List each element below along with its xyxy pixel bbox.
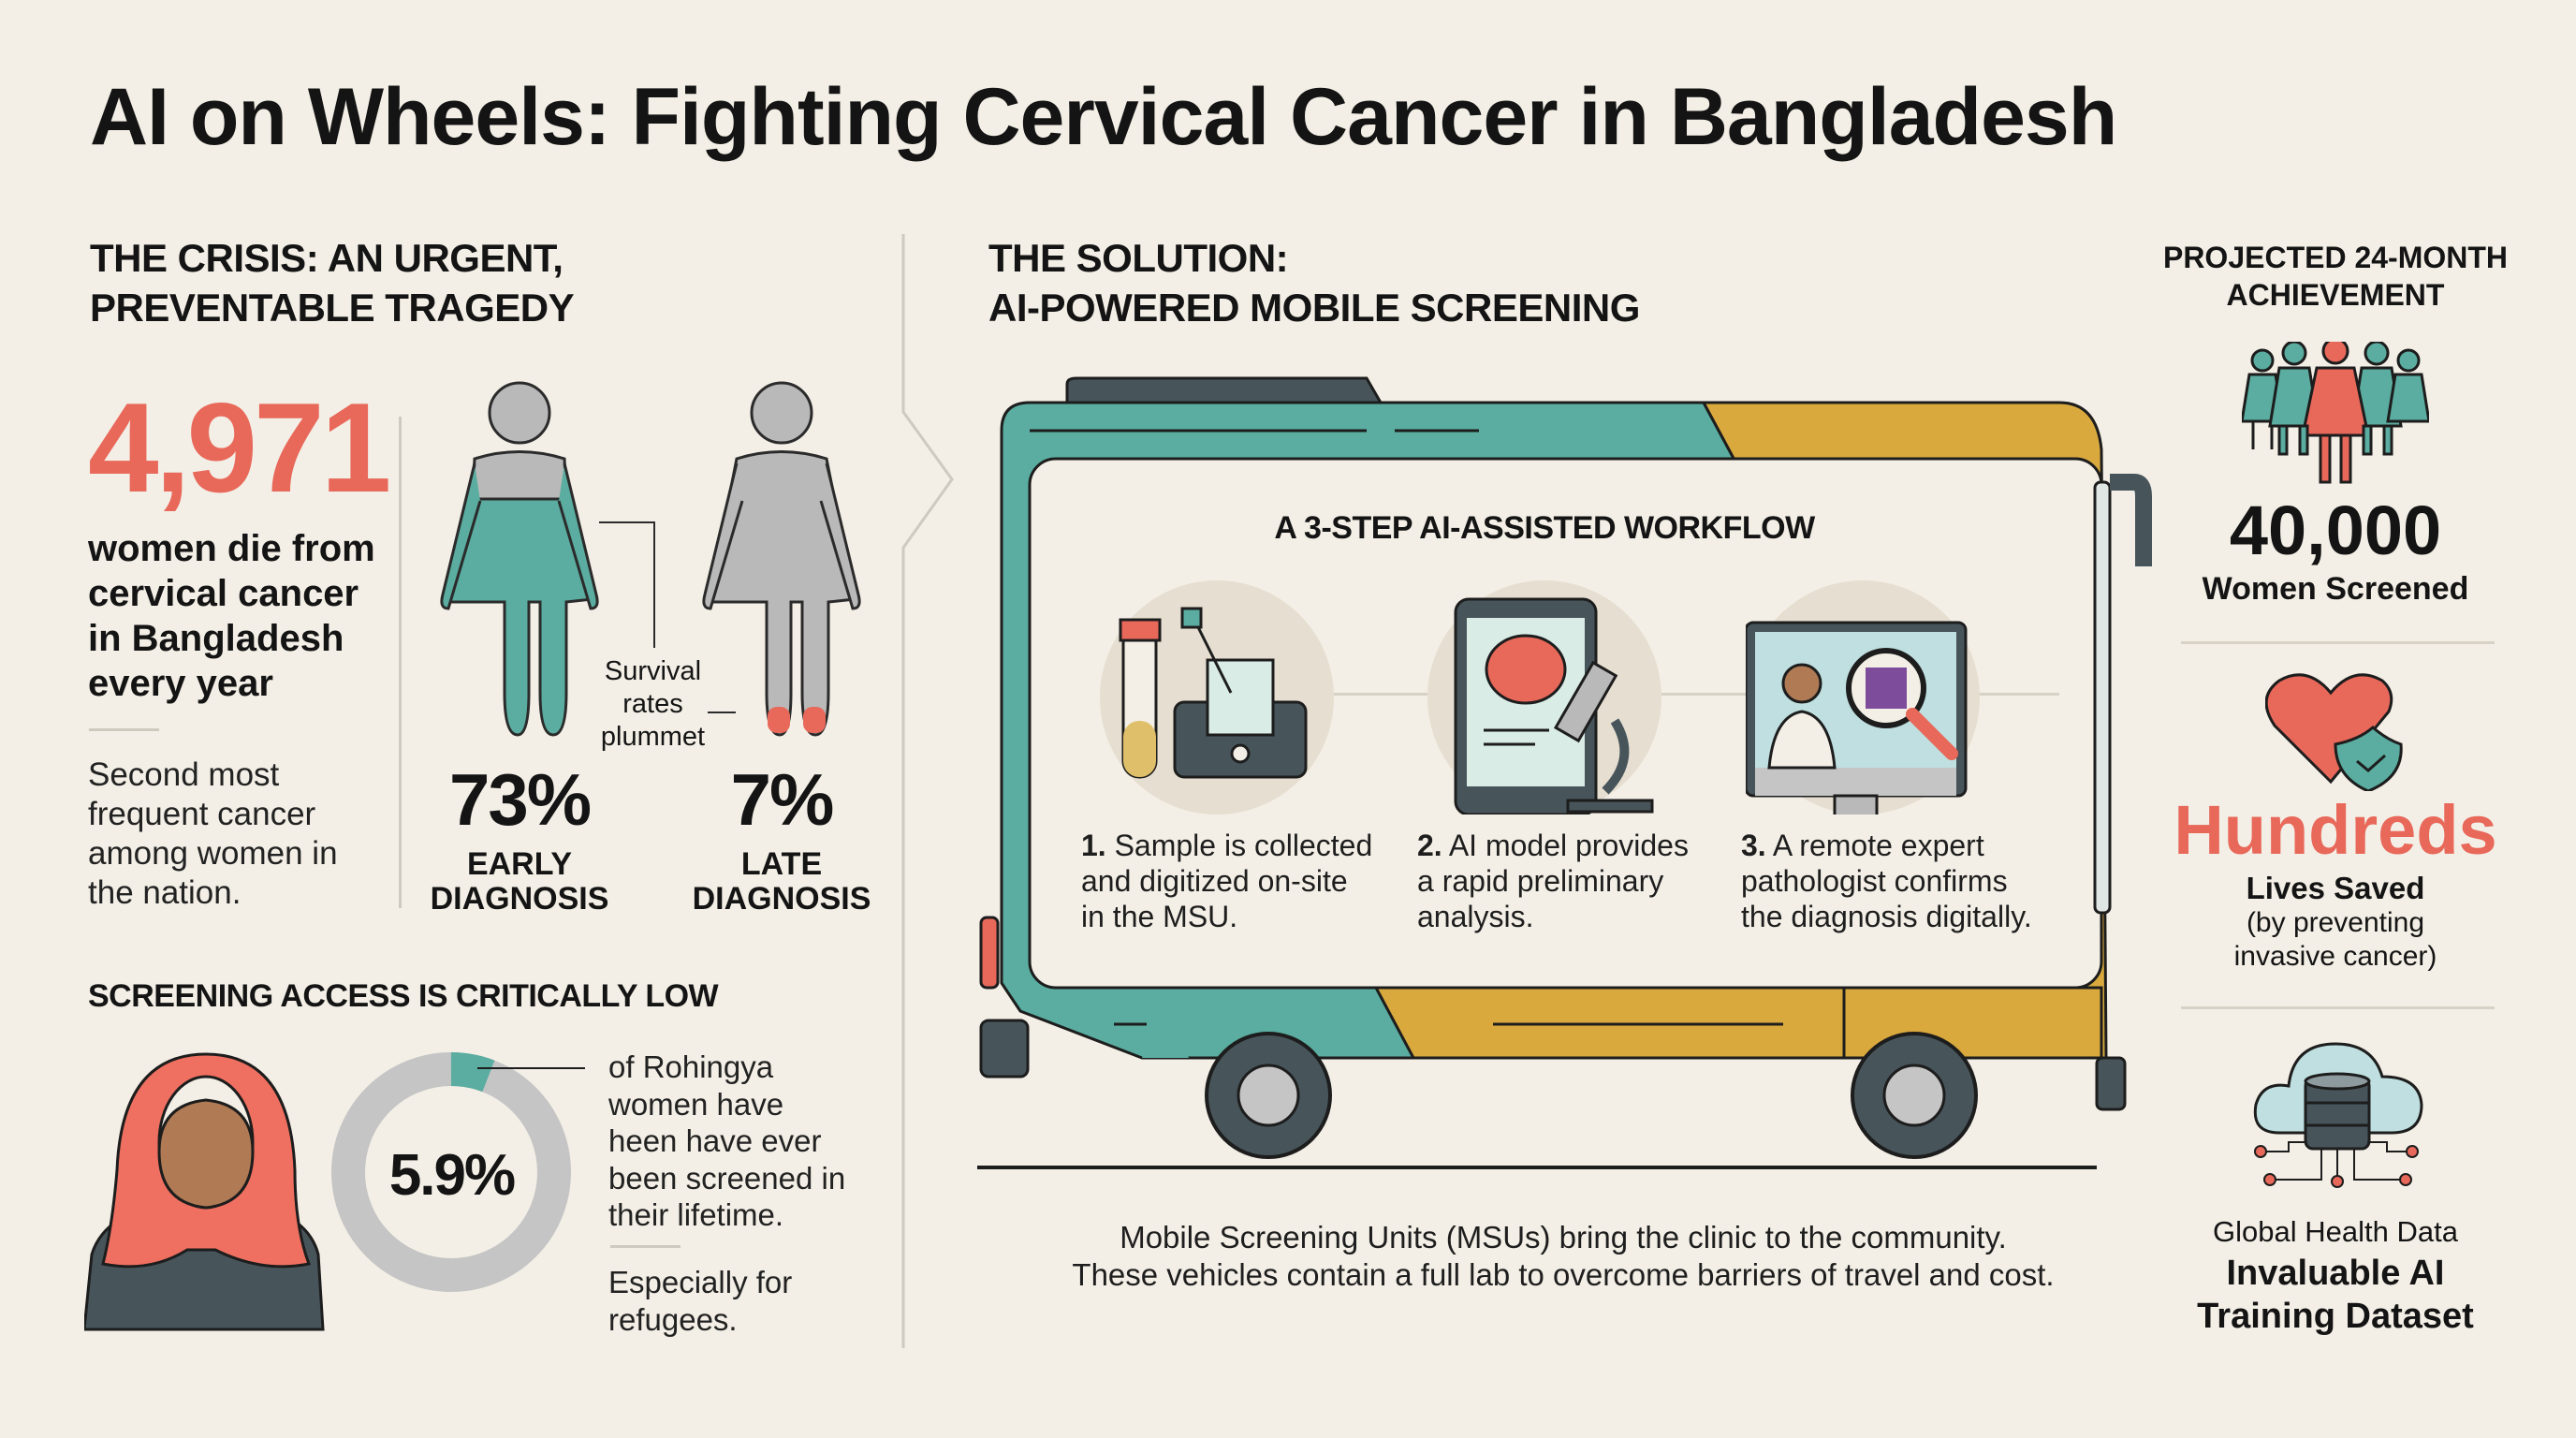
access-desc-line: women have	[608, 1086, 784, 1122]
workflow-step-3: 3. A remote expert pathologist confirms …	[1741, 829, 2032, 934]
rank-line: Second most	[88, 756, 280, 793]
step-text: and digitized on-site	[1081, 863, 1348, 898]
step-text: the diagnosis digitally.	[1741, 899, 2032, 933]
sample-tube-scanner-icon	[1100, 580, 1334, 814]
women-screened-value: 40,000	[2229, 492, 2442, 569]
step-number: 1.	[1081, 829, 1106, 862]
women-screened-label: Women Screened	[2202, 571, 2469, 607]
connector-line	[477, 1067, 585, 1069]
workflow-step-2: 2. AI model provides a rapid preliminary…	[1417, 829, 1689, 934]
cloud-database-icon	[2253, 1042, 2423, 1188]
deaths-desc-line: in Bangladesh	[88, 618, 344, 659]
screening-donut-chart	[331, 1052, 571, 1292]
step-number: 2.	[1417, 829, 1442, 862]
heart-shield-icon	[2265, 673, 2403, 791]
early-label: EARLY	[466, 846, 573, 882]
step-text: analysis.	[1417, 899, 1534, 933]
access-desc-line: their lifetime.	[608, 1197, 784, 1233]
caption-line: Mobile Screening Units (MSUs) bring the …	[1120, 1220, 2007, 1255]
lives-saved-note: (by preventing invasive cancer)	[2144, 906, 2527, 974]
late-label: LATE	[740, 846, 823, 882]
access-desc-line: of Rohingya	[608, 1049, 774, 1084]
access-note-line: Especially for	[608, 1265, 793, 1299]
access-desc-line: been screened in	[608, 1160, 846, 1196]
workflow-step-1: 1. Sample is collected and digitized on-…	[1081, 829, 1372, 934]
early-label: DIAGNOSIS	[430, 881, 609, 917]
access-note-line: refugees.	[608, 1301, 738, 1337]
deaths-desc-line: cervical cancer	[88, 573, 359, 614]
divider	[89, 728, 159, 731]
solution-caption: Mobile Screening Units (MSUs) bring the …	[973, 1219, 2153, 1293]
step-text: A remote expert	[1772, 829, 1984, 862]
divider	[399, 417, 402, 908]
solution-heading-line2: AI-POWERED MOBILE SCREENING	[988, 285, 1640, 330]
connector-line	[599, 521, 655, 523]
doctor-monitor-magnifier-icon	[1746, 580, 1980, 814]
rank-line: frequent cancer	[88, 796, 316, 832]
rank-line: among women in	[88, 835, 338, 872]
projection-heading-line1: PROJECTED 24-MONTH	[2162, 241, 2509, 274]
solution-heading-line1: THE SOLUTION:	[988, 236, 1289, 280]
deaths-number: 4,971	[88, 376, 391, 519]
lives-saved-label: Lives Saved	[2246, 871, 2425, 905]
lives-saved-value: Hundreds	[2174, 791, 2497, 869]
woman-figure-gray-icon	[702, 381, 861, 737]
projection-heading: PROJECTED 24-MONTH ACHIEVEMENT	[2144, 239, 2527, 314]
projection-heading-line2: ACHIEVEMENT	[2226, 278, 2445, 312]
survival-note-line: plummet	[600, 721, 706, 752]
survival-note-line: Survival	[604, 656, 702, 686]
dataset-label-line: Training Dataset	[2197, 1296, 2474, 1336]
workflow-title: A 3-STEP AI-ASSISTED WORKFLOW	[1274, 510, 1815, 546]
divider	[2181, 641, 2495, 644]
divider	[2181, 1006, 2495, 1009]
access-desc-line: heen have ever	[608, 1123, 822, 1159]
step-text: Sample is collected	[1114, 829, 1373, 862]
crisis-heading-line1: THE CRISIS: AN URGENT,	[90, 236, 564, 280]
mobile-screening-bus-illustration	[977, 376, 2152, 1169]
step-text: a rapid preliminary	[1417, 863, 1664, 898]
step-text: AI model provides	[1448, 829, 1689, 862]
deaths-desc-line: every year	[88, 663, 273, 704]
connector-line	[653, 521, 655, 648]
access-heading: SCREENING ACCESS IS CRITICALLY LOW	[88, 978, 719, 1014]
access-note: Especially for refugees.	[608, 1264, 792, 1338]
group-of-women-icon	[2242, 342, 2429, 484]
step-text: in the MSU.	[1081, 899, 1238, 933]
solution-heading: THE SOLUTION: AI-POWERED MOBILE SCREENIN…	[988, 234, 1640, 332]
screening-percent: 5.9%	[388, 1143, 516, 1208]
note-line: (by preventing	[2246, 907, 2425, 938]
crisis-heading: THE CRISIS: AN URGENT, PREVENTABLE TRAGE…	[90, 234, 575, 332]
survival-note: Survival rates plummet	[590, 655, 716, 753]
survival-note-line: rates	[622, 688, 683, 719]
late-percent: 7%	[730, 758, 835, 841]
divider	[610, 1245, 681, 1248]
section-divider-chevron	[901, 234, 954, 1348]
dataset-pre-label: Global Health Data	[2213, 1215, 2458, 1248]
workflow-connector	[1329, 693, 2059, 696]
late-diagnosis-stat: 7% LATE DIAGNOSIS	[688, 763, 875, 917]
page-title: AI on Wheels: Fighting Cervical Cancer i…	[90, 72, 2117, 162]
step-number: 3.	[1741, 829, 1766, 862]
dataset-label-line: Invaluable AI	[2226, 1254, 2445, 1293]
dataset-label: Invaluable AI Training Dataset	[2144, 1253, 2527, 1338]
rank-description: Second most frequent cancer among women …	[88, 756, 338, 913]
deaths-desc-line: women die from	[88, 528, 375, 569]
early-diagnosis-stat: 73% EARLY DIAGNOSIS	[426, 763, 613, 917]
deaths-description: women die from cervical cancer in Bangla…	[88, 526, 375, 706]
woman-hijab-icon	[84, 1052, 325, 1331]
late-label: DIAGNOSIS	[692, 881, 871, 917]
brain-tablet-microscope-icon	[1427, 580, 1661, 814]
access-description: of Rohingya women have heen have ever be…	[608, 1049, 845, 1234]
woman-figure-teal-icon	[440, 381, 599, 737]
early-percent: 73%	[448, 758, 592, 841]
step-text: pathologist confirms	[1741, 863, 2008, 898]
rank-line: the nation.	[88, 874, 242, 911]
connector-line	[708, 712, 736, 713]
caption-line: These vehicles contain a full lab to ove…	[1072, 1256, 2055, 1292]
note-line: invasive cancer)	[2233, 941, 2437, 972]
crisis-heading-line2: PREVENTABLE TRAGEDY	[90, 285, 575, 330]
